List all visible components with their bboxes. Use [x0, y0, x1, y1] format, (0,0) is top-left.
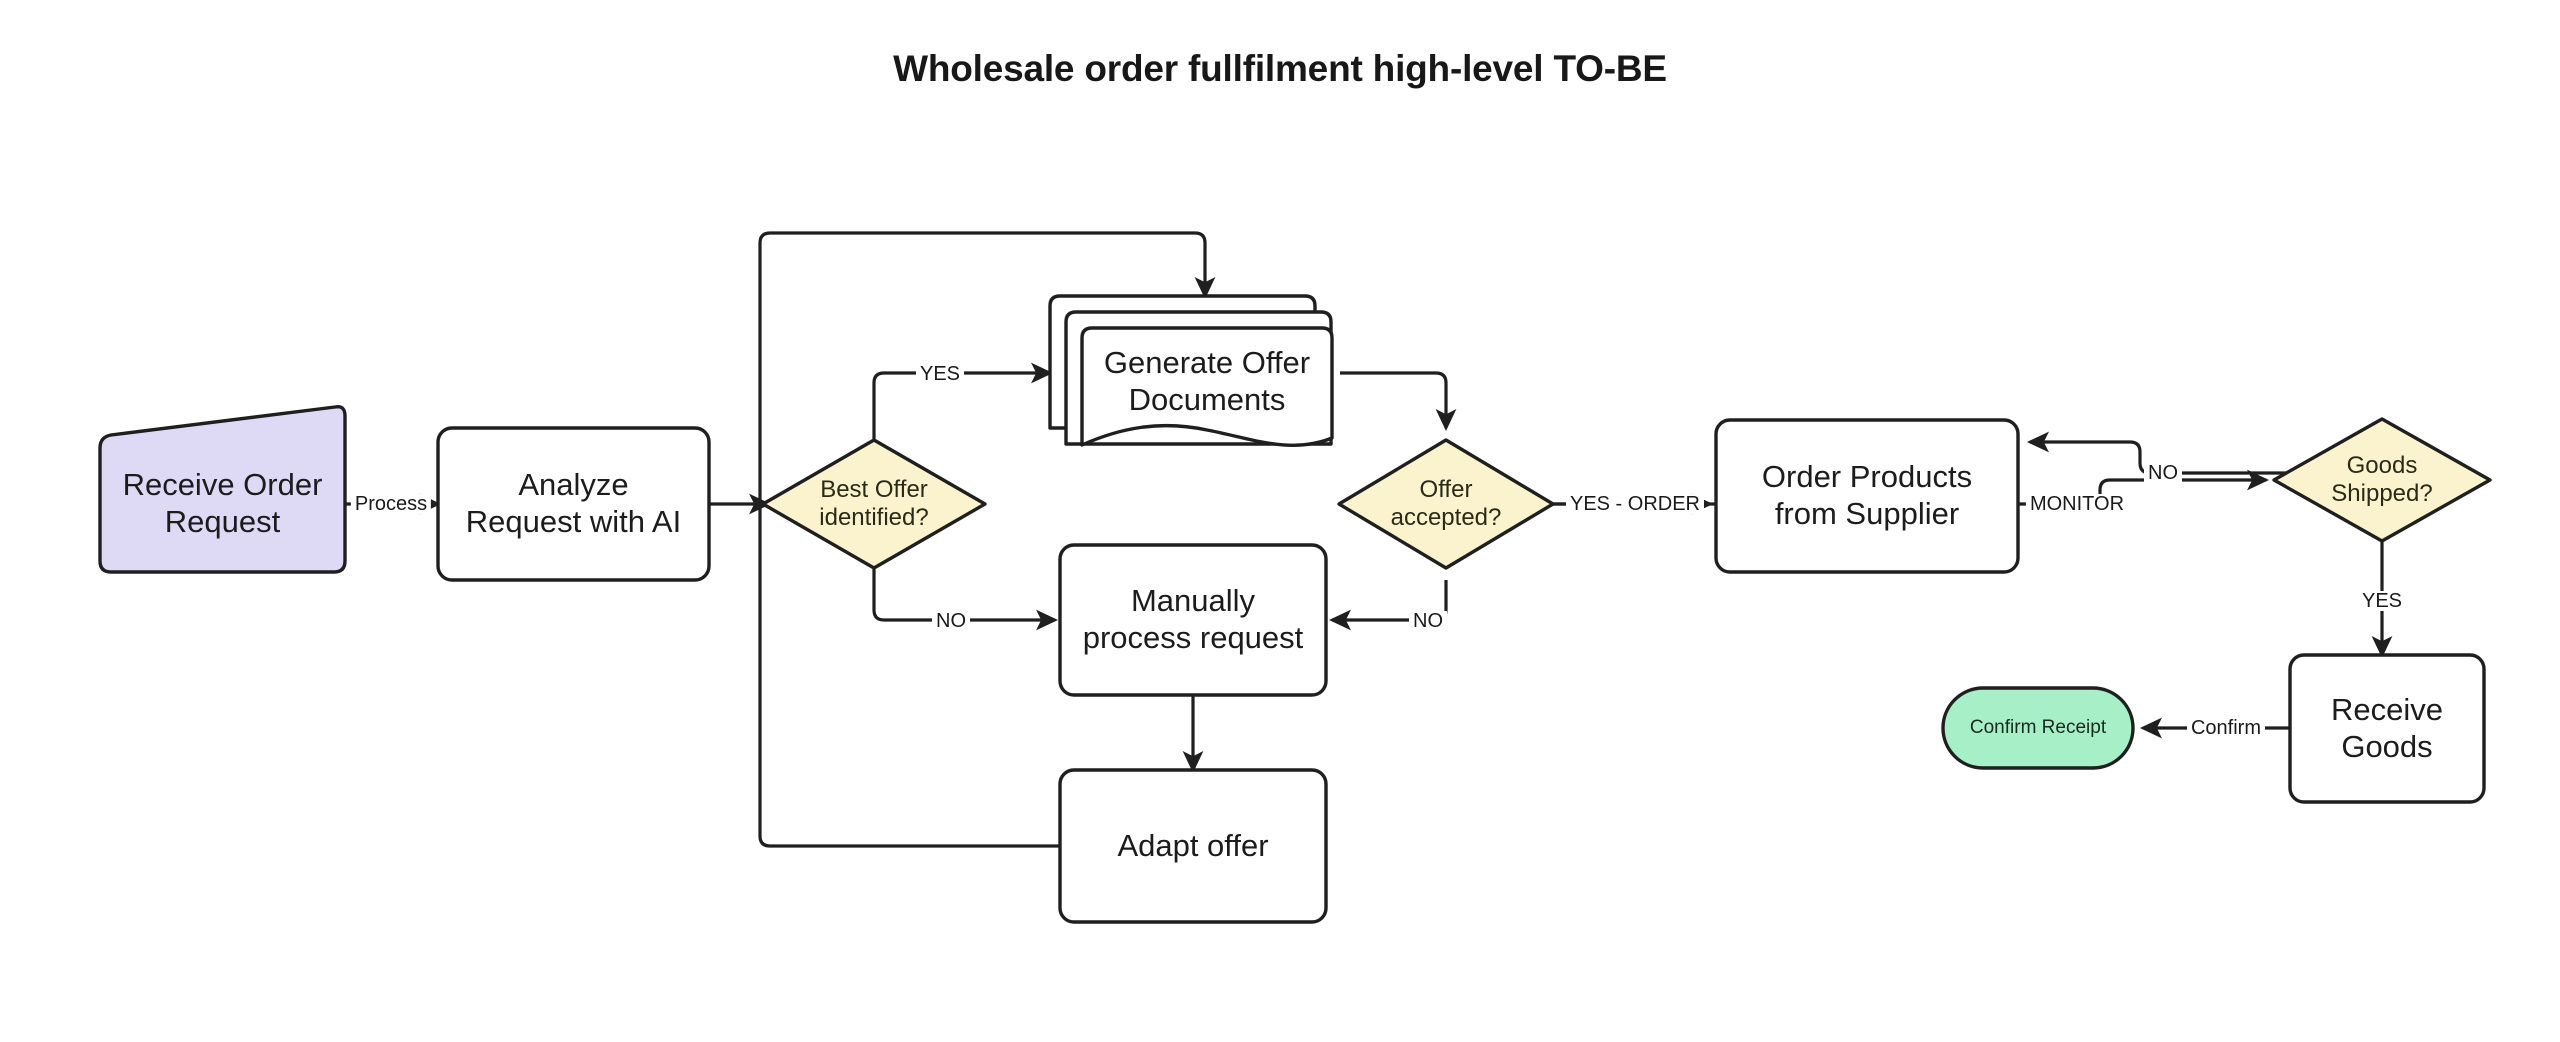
node-offer-accepted[interactable]: [1337, 438, 1555, 570]
node-analyze-request-with-ai[interactable]: [436, 426, 711, 582]
edge-best-yes: [872, 362, 1053, 453]
node-goods-shipped[interactable]: [2272, 417, 2492, 543]
edge-label-offer-yes: YES - ORDER: [1565, 494, 1705, 514]
edge-label-process: Process: [350, 494, 432, 514]
node-confirm-receipt[interactable]: [1941, 686, 2135, 770]
edge-generate-to-offer: [1340, 371, 1457, 431]
node-receive-order-request[interactable]: [98, 405, 347, 574]
edge-label-monitor: MONITOR: [2025, 494, 2129, 514]
edge-adapt-loopback: [758, 231, 1216, 848]
edge-label-confirm: Confirm: [2186, 718, 2266, 738]
edge-label-shipped-yes: YES: [2357, 591, 2407, 611]
node-adapt-offer[interactable]: [1058, 768, 1328, 924]
edge-label-best-no: NO: [932, 611, 970, 631]
page-title: Wholesale order fullfilment high-level T…: [893, 48, 1667, 89]
node-receive-goods[interactable]: [2288, 653, 2486, 804]
edge-label-offer-no: NO: [1409, 611, 1447, 631]
node-manually-process-request[interactable]: [1058, 543, 1328, 697]
node-generate-offer-documents[interactable]: [1048, 294, 1334, 447]
edge-label-shipped-no: NO: [2144, 463, 2182, 483]
node-best-offer-identified[interactable]: [761, 438, 987, 570]
node-order-products-from-supplier[interactable]: [1714, 418, 2020, 574]
edge-best-no: [872, 555, 1058, 631]
edge-label-best-yes: YES: [915, 364, 965, 384]
